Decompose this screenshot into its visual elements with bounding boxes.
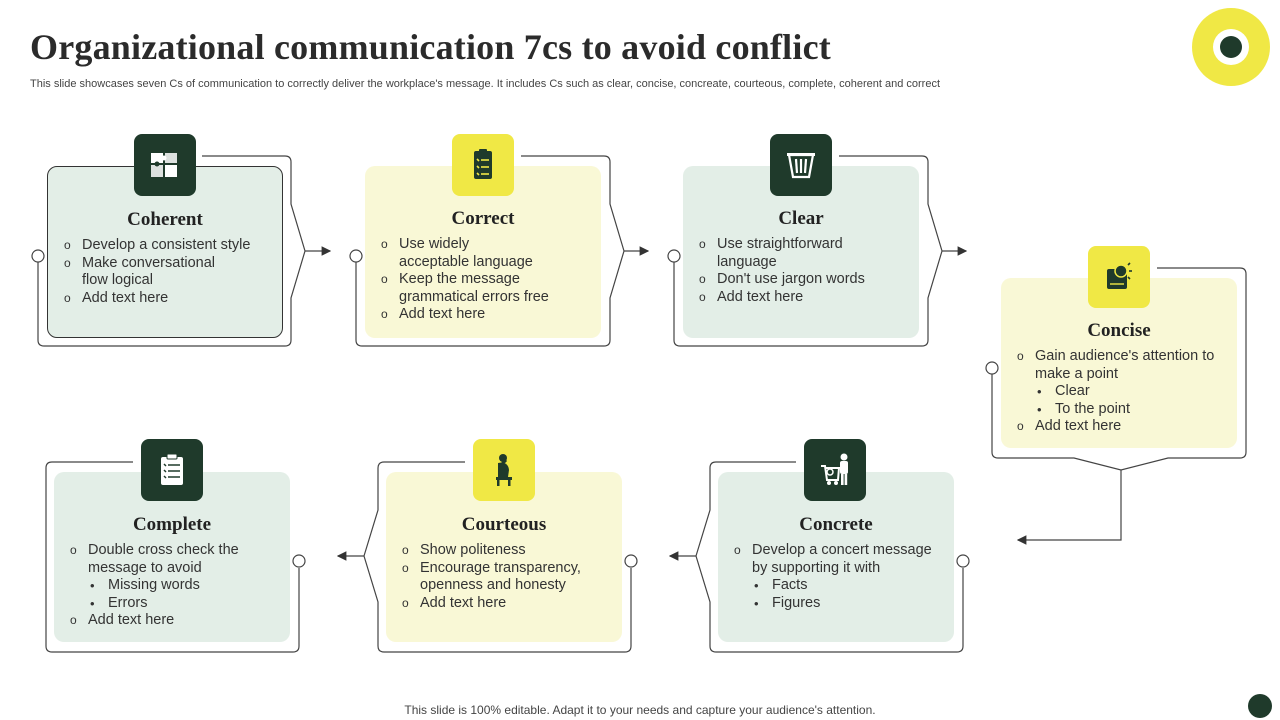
list-item: Add text here: [1017, 418, 1229, 436]
list-item: Add text here: [70, 612, 282, 630]
list-item: Develop a concert message by supporting …: [734, 542, 946, 577]
card-title: Courteous: [461, 514, 547, 535]
checklist-icon: [452, 134, 514, 196]
list-item: Errors: [70, 595, 282, 613]
person-cart-icon: [804, 439, 866, 501]
list-item: Encourage transparency, openness and hon…: [402, 560, 614, 595]
book-lightbulb-icon: [1088, 246, 1150, 308]
list-item: Missing words: [70, 577, 282, 595]
decorative-ring: [1192, 8, 1270, 86]
list-item: Show politeness: [402, 542, 614, 560]
list-item: Use straightforward language: [699, 236, 887, 271]
list-item: Develop a consistent style: [64, 237, 274, 255]
list-item: Clear: [1017, 383, 1229, 401]
card-list: Show politeness Encourage transparency, …: [402, 542, 614, 612]
trash-bin-icon: [770, 134, 832, 196]
thinking-person-icon: [473, 439, 535, 501]
list-item: Add text here: [699, 289, 911, 307]
clipboard-icon: [141, 439, 203, 501]
page-subtitle: This slide showcases seven Cs of communi…: [30, 78, 941, 90]
card-list: Develop a concert message by supporting …: [734, 542, 946, 612]
list-item: Gain audience's attention to make a poin…: [1017, 348, 1229, 383]
card-title: Coherent: [127, 209, 203, 230]
list-item: Add text here: [402, 595, 614, 613]
card-title: Concrete: [799, 514, 873, 535]
list-item: Figures: [734, 595, 946, 613]
list-item: Add text here: [64, 290, 274, 308]
card-title: Correct: [451, 208, 515, 229]
puzzle-icon: [134, 134, 196, 196]
card-title: Complete: [132, 514, 212, 535]
page-title: Organizational communication 7cs to avoi…: [30, 27, 831, 67]
list-item: To the point: [1017, 401, 1229, 419]
list-item: Use widely acceptable language: [381, 236, 539, 271]
decorative-dot: [1248, 694, 1272, 718]
list-item: Double cross check the message to avoid: [70, 542, 282, 577]
list-item: Don't use jargon words: [699, 271, 911, 289]
card-title: Clear: [778, 208, 824, 229]
card-list: Develop a consistent style Make conversa…: [64, 237, 274, 307]
card-list: Use straightforward language Don't use j…: [699, 236, 911, 306]
footer-note: This slide is 100% editable. Adapt it to…: [404, 703, 876, 717]
list-item: Keep the message grammatical errors free: [381, 271, 569, 306]
card-list: Double cross check the message to avoid …: [70, 542, 282, 630]
card-title: Concise: [1087, 320, 1151, 341]
list-item: Add text here: [381, 306, 593, 324]
list-item: Make conversational flow logical: [64, 255, 232, 290]
card-list: Gain audience's attention to make a poin…: [1017, 348, 1229, 436]
list-item: Facts: [734, 577, 946, 595]
card-list: Use widely acceptable language Keep the …: [381, 236, 593, 324]
